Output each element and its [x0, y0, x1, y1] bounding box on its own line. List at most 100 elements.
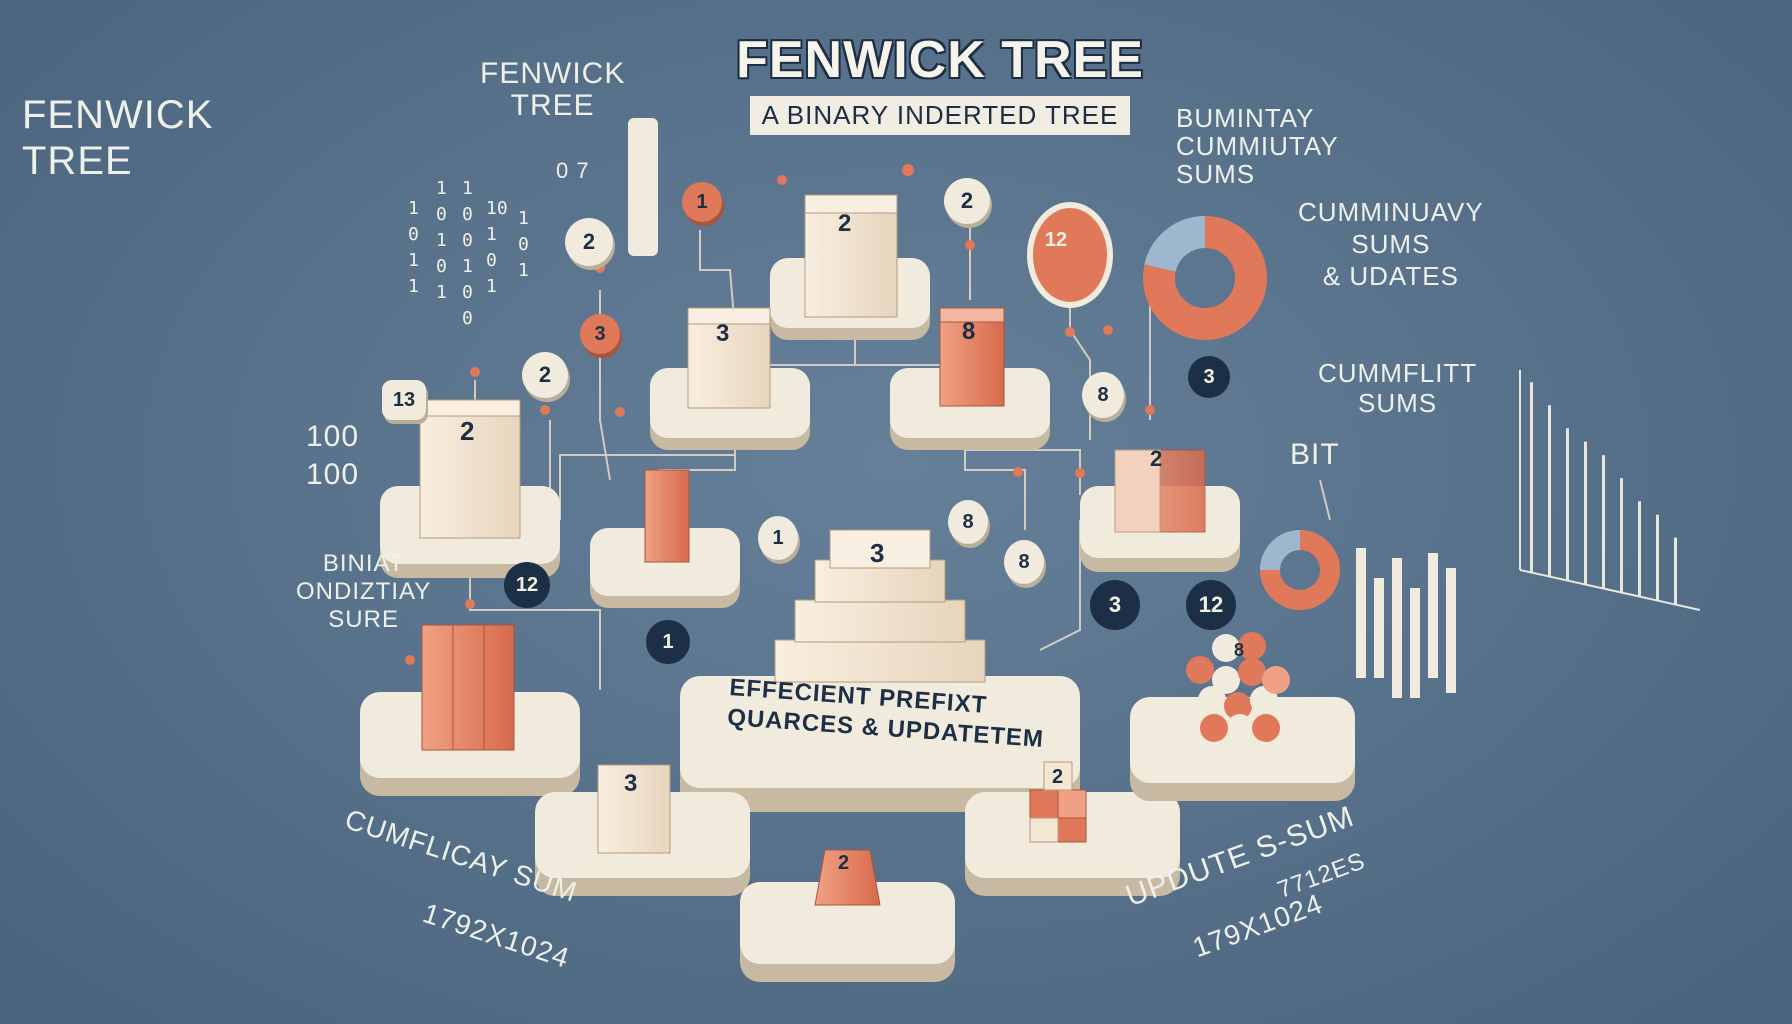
donut-upper [1143, 215, 1267, 340]
node-chip: 8 [1082, 372, 1124, 418]
left-label-a: 100 [306, 420, 360, 453]
binary-digit: 1 [408, 250, 419, 271]
chart-bar [1674, 537, 1677, 605]
chart-bars [1530, 382, 1677, 605]
block-bottom-left [597, 764, 671, 854]
block-far-right-cluster [1186, 632, 1290, 742]
node-chip: 8 [948, 500, 988, 544]
block-mid-right-number: 8 [962, 318, 977, 345]
block-far-left [421, 624, 515, 751]
binary-column-5: 1 0 1 [518, 206, 529, 284]
binary-digit: 10 [486, 198, 508, 219]
node-chip: 2 [522, 352, 568, 398]
block-bottom-right [1029, 761, 1087, 843]
node-chip: 1 [758, 516, 798, 560]
binary-column-1: 1 0 1 1 [408, 196, 419, 300]
block-cluster-number: 8 [1234, 640, 1246, 660]
chart-bar [1638, 501, 1641, 597]
platform-bottom [740, 882, 955, 982]
binary-digit: 1 [462, 178, 473, 199]
node-chip: 1 [646, 620, 690, 664]
left-label-b: 100 [306, 458, 360, 491]
right-label-d: BIT [1290, 438, 1340, 471]
block-stack-number: 3 [870, 538, 886, 568]
left-heading: FENWICK TREE [22, 93, 214, 183]
title-group: FENWICK TREE A BINARY INDERTED TREE [730, 30, 1150, 135]
binary-digit: 0 [462, 230, 473, 251]
small-heading-sub: 0 7 [556, 158, 590, 183]
binary-digit: 0 [462, 308, 473, 329]
binary-digit: 1 [486, 224, 497, 245]
binary-digit: 1 [436, 282, 447, 303]
binary-digit: 1 [436, 230, 447, 251]
binary-digit: 0 [436, 204, 447, 225]
binary-digit: 1 [436, 178, 447, 199]
blocks [419, 194, 1290, 906]
block-right-number: 2 [1150, 446, 1164, 471]
disc-orange [1027, 202, 1113, 308]
block-bottom-number: 2 [838, 852, 851, 874]
node-chip: 3 [1090, 580, 1140, 630]
binary-column-3: 1 0 0 1 0 0 [462, 176, 473, 332]
node-chip: 1 [682, 182, 722, 222]
binary-strip [628, 118, 658, 256]
left-label-c: BINIAT ONDIZTIAY SURE [296, 550, 432, 633]
binary-digit: 1 [518, 208, 529, 229]
binary-digit: 1 [462, 256, 473, 277]
binary-digit: 0 [462, 204, 473, 225]
block-top-number: 2 [838, 210, 853, 237]
side-bars [1356, 548, 1456, 698]
chart-bar [1584, 441, 1587, 585]
page-title: FENWICK TREE [736, 31, 1144, 89]
page-subtitle: A BINARY INDERTED TREE [749, 96, 1131, 135]
right-label-b: CUMMINUAVY SUMS & UDATES [1298, 197, 1484, 291]
chart-bar [1620, 478, 1623, 593]
block-mid-right [939, 307, 1005, 407]
node-chip: 12 [1044, 229, 1068, 251]
binary-digit: 0 [462, 282, 473, 303]
node-chip: 12 [1186, 580, 1236, 630]
chart-bar [1656, 514, 1659, 601]
binary-digit: 1 [518, 260, 529, 281]
block-bottom [814, 849, 881, 906]
block-bottom-right-number: 2 [1052, 766, 1065, 788]
binary-digit: 0 [436, 256, 447, 277]
binary-column-2: 1 0 1 0 1 [436, 176, 447, 306]
node-chip: 3 [1188, 356, 1230, 398]
node-chip: 8 [1004, 540, 1044, 584]
chart-x-axis [1519, 569, 1700, 611]
platform-center [680, 676, 1080, 812]
binary-digit: 1 [486, 276, 497, 297]
chart-bar [1530, 382, 1533, 573]
block-left [419, 399, 521, 539]
node-chip: 2 [944, 178, 990, 224]
bar-chart [1519, 370, 1700, 611]
block-left-mid [644, 469, 690, 563]
donut-lower [1260, 530, 1340, 610]
block-bottom-left-number: 3 [624, 770, 639, 797]
binary-digit: 1 [408, 198, 419, 219]
block-right [1114, 449, 1206, 533]
node-chip: 2 [565, 218, 613, 266]
right-label-a: BUMINTAY CUMMIUTAY SUMS [1176, 103, 1339, 189]
binary-digit: 1 [408, 276, 419, 297]
block-mid-left-number: 3 [716, 320, 731, 347]
block-stack [774, 529, 986, 683]
small-heading: FENWICK TREE [480, 57, 626, 122]
node-chip: 3 [580, 314, 620, 354]
binary-digit: 0 [486, 250, 497, 271]
block-left-number: 2 [460, 416, 476, 446]
block-mid-left [687, 307, 771, 409]
node-chip: 12 [504, 562, 550, 608]
binary-digit: 0 [408, 224, 419, 245]
platform-bottom-right [965, 792, 1180, 896]
chart-bar [1548, 405, 1551, 577]
dot-nodes [405, 164, 1155, 665]
block-top [804, 194, 898, 318]
chart-bar [1602, 455, 1605, 589]
binary-digit: 0 [518, 234, 529, 255]
chart-bar [1566, 428, 1569, 581]
